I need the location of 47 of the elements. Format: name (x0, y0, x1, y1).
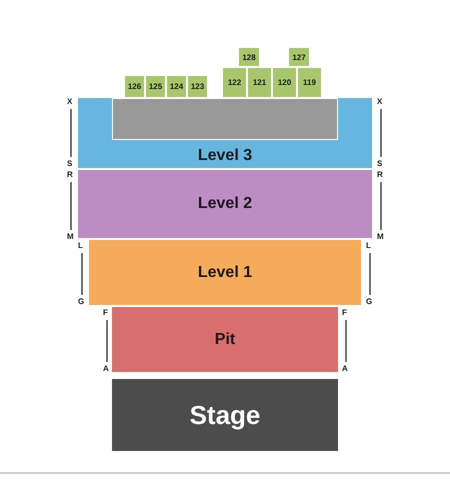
seating-section (78, 98, 372, 168)
stage-label: Stage (190, 400, 260, 430)
seating-section (112, 307, 338, 372)
row-letter: S (377, 159, 382, 168)
section-label: 122 (228, 78, 242, 87)
seating-section (145, 75, 166, 98)
row-letter: G (78, 297, 84, 306)
row-letter: M (67, 232, 74, 241)
row-letter: R (67, 170, 73, 179)
seating-section (297, 67, 322, 98)
stage-block (112, 379, 338, 451)
section-label: 124 (170, 82, 184, 91)
section-label: 128 (242, 52, 256, 62)
seating-section (187, 75, 208, 98)
section-label: 125 (148, 82, 162, 91)
section-label: Pit (214, 330, 236, 348)
floor-area (112, 98, 338, 140)
row-letter: X (377, 97, 382, 106)
seating-section (247, 67, 272, 98)
seating-section (222, 67, 247, 98)
section-label: 119 (303, 78, 316, 87)
row-letter: A (342, 364, 348, 373)
section-label: Level 3 (198, 147, 252, 165)
row-letter: R (377, 170, 383, 179)
section-label: Level 1 (198, 264, 252, 282)
row-letter: L (366, 241, 371, 250)
row-letter: S (67, 159, 72, 168)
seating-section (89, 240, 361, 305)
row-letter: L (78, 241, 83, 250)
seating-section (78, 170, 372, 238)
section-label: 121 (252, 78, 266, 87)
row-letter: A (103, 364, 109, 373)
section-label: 126 (128, 82, 142, 91)
row-letter: G (366, 297, 372, 306)
seating-section (288, 47, 310, 67)
section-label: Level 2 (198, 195, 252, 213)
row-letter: F (103, 308, 108, 317)
seating-section (124, 75, 145, 98)
row-letter: X (67, 97, 72, 106)
row-letter: F (342, 308, 347, 317)
section-label: 127 (292, 52, 306, 62)
seating-section (272, 67, 297, 98)
seating-section (238, 47, 260, 67)
section-label: 120 (278, 78, 292, 87)
section-label: 123 (190, 82, 204, 91)
seating-section (166, 75, 187, 98)
row-letter: M (377, 232, 384, 241)
